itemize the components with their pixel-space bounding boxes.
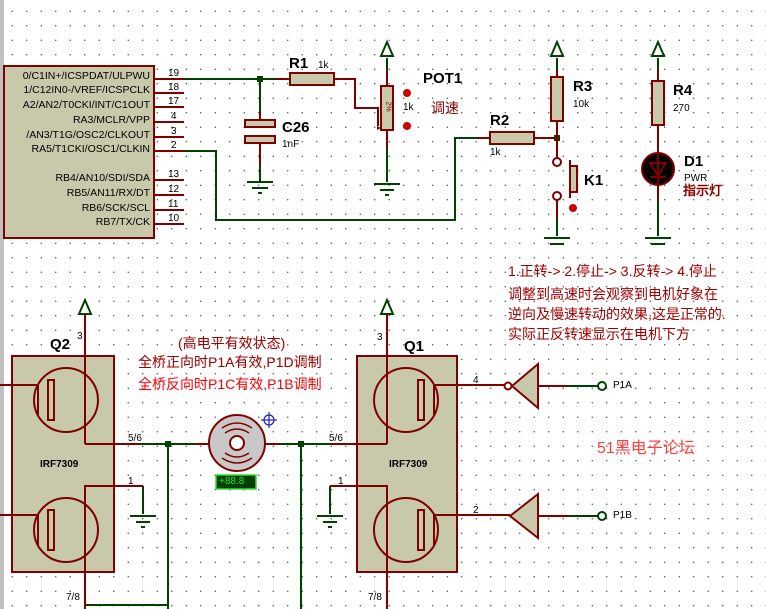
mcu-body[interactable] (3, 65, 155, 239)
q1-pin: 1 (338, 476, 344, 487)
pin-name: RA3/MCLR/VPP (72, 114, 150, 126)
p1a-label: P1A (613, 380, 632, 391)
pot1-label: 调速 (431, 100, 459, 116)
buffer-p1b (508, 491, 568, 541)
r3-value: 10k (573, 99, 590, 110)
c26-ref: C26 (282, 119, 310, 136)
note-line: 实际正反转速显示在电机下方 (508, 326, 690, 342)
p1a-terminal (597, 381, 607, 391)
sequence-note: 1.正转-> 2.停止-> 3.反转-> 4.停止 (508, 263, 717, 279)
pot-increase-button[interactable] (403, 89, 411, 97)
q2-part: IRF7309 (40, 459, 79, 470)
r1-ref: R1 (289, 55, 309, 72)
q1-ref: Q1 (404, 338, 425, 355)
r1-resistor[interactable] (275, 72, 379, 126)
note-line: 逆向及慢速转动的效果,这是正常的. (508, 306, 726, 322)
ground-icon (130, 515, 156, 528)
r2-value: 1k (490, 147, 501, 158)
state-title: (高电平有效状态) (178, 335, 286, 351)
pot1-potentiometer[interactable] (377, 70, 411, 150)
r4-ref: R4 (673, 82, 693, 99)
r2-resistor[interactable] (478, 131, 557, 145)
q1-gate-pin: 4 (473, 375, 479, 386)
inverter-buffer-p1a (503, 361, 568, 411)
k1-ref: K1 (584, 172, 604, 189)
r3-resistor[interactable] (550, 70, 564, 160)
q2-pin: 3 (77, 331, 83, 342)
pin-number: 19 (168, 68, 180, 79)
r2-ref: R2 (490, 112, 510, 129)
terminals[interactable] (597, 381, 607, 521)
motor-speed-display: +88.8 (219, 476, 245, 487)
d1-value: PWR (684, 173, 708, 184)
ground-icon (317, 515, 343, 528)
q2-ref: Q2 (50, 336, 71, 353)
q2-pin: 5/6 (128, 433, 142, 444)
pin-number: 13 (168, 169, 180, 180)
pin-number: 3 (171, 126, 177, 137)
r4-value: 270 (673, 103, 690, 114)
pin-number: 18 (168, 82, 180, 93)
pin-name: RB7/TX/CK (95, 216, 150, 228)
q1-mosfet-driver[interactable] (330, 314, 510, 609)
pin-name: /AN3/T1G/OSC2/CLKOUT (26, 129, 150, 141)
dc-motor[interactable] (195, 414, 280, 490)
pot1-value: 1k (403, 102, 414, 113)
pot-decrease-button[interactable] (403, 122, 411, 130)
ground-icon (374, 183, 400, 196)
p1b-label: P1B (613, 510, 632, 521)
pot1-wiper-value: 2% (384, 101, 392, 112)
r1-value: 1k (318, 60, 329, 71)
ground-terminals (130, 181, 671, 528)
pin-name: RB5/AN11/RX/DT (66, 187, 150, 199)
d1-ref: D1 (684, 153, 704, 170)
c26-value: 1nF (282, 139, 300, 150)
pin-name: A2/AN2/T0CKI/INT/C1OUT (22, 99, 150, 111)
note-line: 调整到高速时会观察到电机好象在 (508, 286, 718, 302)
r4-resistor[interactable] (651, 70, 665, 150)
d1-label: 指示灯 (683, 183, 723, 198)
ground-icon (544, 237, 570, 245)
pin-name: 1/C12IN0-/VREF/ICSPCLK (23, 84, 150, 96)
q1-gate-pin: 2 (473, 505, 479, 516)
power-icon (379, 297, 395, 315)
q1-part: IRF7309 (389, 459, 428, 470)
crosshair-cursor-icon (261, 412, 277, 428)
d1-led[interactable] (641, 150, 675, 200)
pin-number: 17 (168, 96, 180, 107)
pin-number: 10 (168, 213, 180, 224)
c26-capacitor[interactable] (244, 112, 276, 165)
pin-number: 2 (171, 140, 177, 151)
q2-pin: 1 (128, 476, 134, 487)
forward-note: 全桥正向时P1A有效,P1D调制 (138, 354, 322, 370)
watermark: 51黑电子论坛 (597, 440, 695, 457)
reverse-note: 全桥反向时P1C有效,P1B调制 (138, 376, 322, 392)
power-icon (650, 39, 666, 57)
q2-pin: 7/8 (66, 592, 80, 603)
q1-pin: 7/8 (368, 592, 382, 603)
pin-number: 12 (168, 184, 180, 195)
q1-pin: 3 (377, 332, 383, 343)
pot1-ref: POT1 (423, 70, 463, 87)
pin-number: 4 (171, 111, 177, 122)
pin-number: 11 (168, 199, 179, 210)
pin-name: 0/C1IN+/ICSPDAT/ULPWU (22, 70, 150, 82)
q1-pin: 5/6 (329, 433, 343, 444)
power-icon (77, 297, 93, 315)
pin-name: RB4/AN10/SDI/SDA (55, 172, 150, 184)
pin-name: RB6/SCK/SCL (81, 202, 150, 214)
wires (84, 58, 659, 609)
k1-pushbutton[interactable] (552, 157, 578, 218)
mcu-pins (154, 78, 184, 225)
ground-icon (247, 181, 273, 194)
q2-mosfet-driver[interactable] (0, 314, 143, 609)
power-icon (379, 39, 395, 57)
power-icon (549, 39, 565, 57)
r3-ref: R3 (573, 78, 593, 95)
pin-name: RA5/T1CKI/OSC1/CLKIN (31, 143, 150, 155)
p1b-terminal (597, 511, 607, 521)
ground-icon (645, 237, 671, 245)
